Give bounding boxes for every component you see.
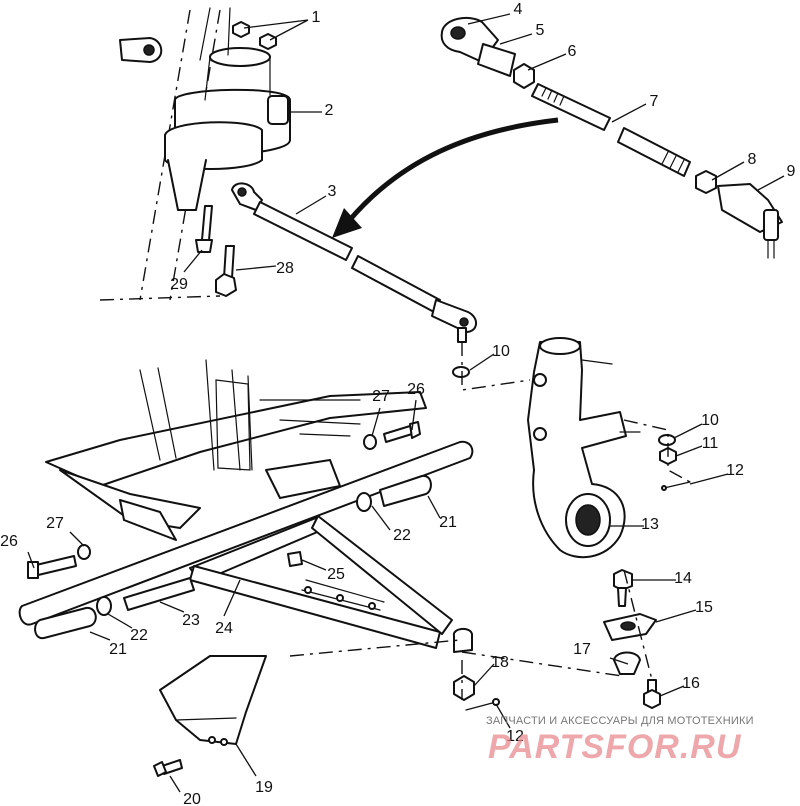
- bolt-14: [613, 569, 633, 607]
- tie-rod-3: [231, 182, 477, 343]
- washer-22a: [356, 492, 372, 512]
- bushing-21b: [34, 606, 97, 640]
- nut-1b: [259, 33, 277, 50]
- cotter-pin-12b: [465, 698, 500, 711]
- callout-c2: 2: [325, 102, 334, 119]
- nut-1a: [232, 21, 250, 38]
- assembly-arrow: [332, 117, 559, 238]
- callout-c26b: 26: [0, 533, 18, 550]
- callout-c22a: 22: [393, 527, 411, 544]
- callout-c26a: 26: [407, 381, 425, 398]
- callout-c18: 18: [491, 654, 509, 671]
- callout-c20: 20: [183, 791, 201, 806]
- callout-c25: 25: [327, 566, 345, 583]
- shaft-23: [123, 577, 195, 611]
- spindle-13: [527, 337, 641, 559]
- callout-c7: 7: [650, 93, 659, 110]
- callout-c19: 19: [255, 779, 273, 796]
- washer-27b: [77, 544, 91, 560]
- washer-27a: [363, 434, 377, 450]
- callout-c21a: 21: [439, 514, 457, 531]
- callout-c9: 9: [787, 163, 796, 180]
- watermark-caption: ЗАПЧАСТИ И АКСЕССУАРЫ ДЛЯ МОТОТЕХНИКИ: [486, 715, 754, 727]
- callout-c23: 23: [182, 612, 200, 629]
- callout-c12a: 12: [726, 462, 744, 479]
- watermark-logo: PARTSFOR.RU: [488, 728, 742, 766]
- callout-c21b: 21: [109, 641, 127, 658]
- callout-c13: 13: [641, 516, 659, 533]
- washer-10b: [658, 434, 676, 446]
- castle-nut-18: [453, 675, 475, 701]
- callout-c17: 17: [573, 641, 591, 658]
- bolt-29: [195, 205, 213, 253]
- callout-c6: 6: [568, 43, 577, 60]
- callout-c10a: 10: [492, 343, 510, 360]
- callout-c4: 4: [514, 1, 523, 18]
- bolt-28: [215, 245, 237, 297]
- callout-c27a: 27: [372, 388, 390, 405]
- jam-nut-8: [695, 170, 717, 194]
- bolt-20: [153, 759, 183, 777]
- callout-c15: 15: [695, 599, 713, 616]
- cotter-pin-12a: [661, 481, 691, 491]
- callout-c16: 16: [682, 675, 700, 692]
- boot-5: [477, 43, 516, 77]
- callout-c8: 8: [748, 151, 757, 168]
- callout-c3: 3: [328, 183, 337, 200]
- callout-c5: 5: [536, 22, 545, 39]
- tie-rod-7: [531, 83, 691, 177]
- callout-c1: 1: [312, 9, 321, 26]
- watermark: ЗАПЧАСТИ И АКСЕССУАРЫ ДЛЯ МОТОТЕХНИКИ PA…: [486, 715, 754, 766]
- callout-c12b: 12: [506, 728, 524, 745]
- center-lines: [99, 295, 691, 700]
- washer-22b: [96, 596, 112, 616]
- steering-post: [139, 7, 291, 301]
- washer-10a: [452, 366, 470, 378]
- callout-c10b: 10: [701, 412, 719, 429]
- bushing-21a: [379, 474, 432, 507]
- jam-nut-6: [513, 63, 535, 89]
- callout-c28: 28: [276, 260, 294, 277]
- bolt-16: [643, 679, 661, 709]
- frame: [45, 359, 427, 541]
- plate-15: [603, 613, 657, 641]
- callout-c24: 24: [215, 620, 233, 637]
- lower-a-arm-24: [18, 440, 474, 653]
- grease-fitting-25: [287, 551, 303, 567]
- leader-lines: [27, 13, 785, 793]
- bolt-26a: [383, 421, 421, 443]
- callout-c14: 14: [674, 570, 692, 587]
- left-tie-rod-end-top: [119, 37, 163, 63]
- tie-rod-end-9: [717, 183, 783, 259]
- skid-plate-19: [159, 655, 267, 746]
- callout-c29: 29: [170, 276, 188, 293]
- callout-c27b: 27: [46, 515, 64, 532]
- callout-c11: 11: [702, 435, 719, 452]
- bolt-26b: [27, 555, 77, 579]
- callout-c22b: 22: [130, 627, 148, 644]
